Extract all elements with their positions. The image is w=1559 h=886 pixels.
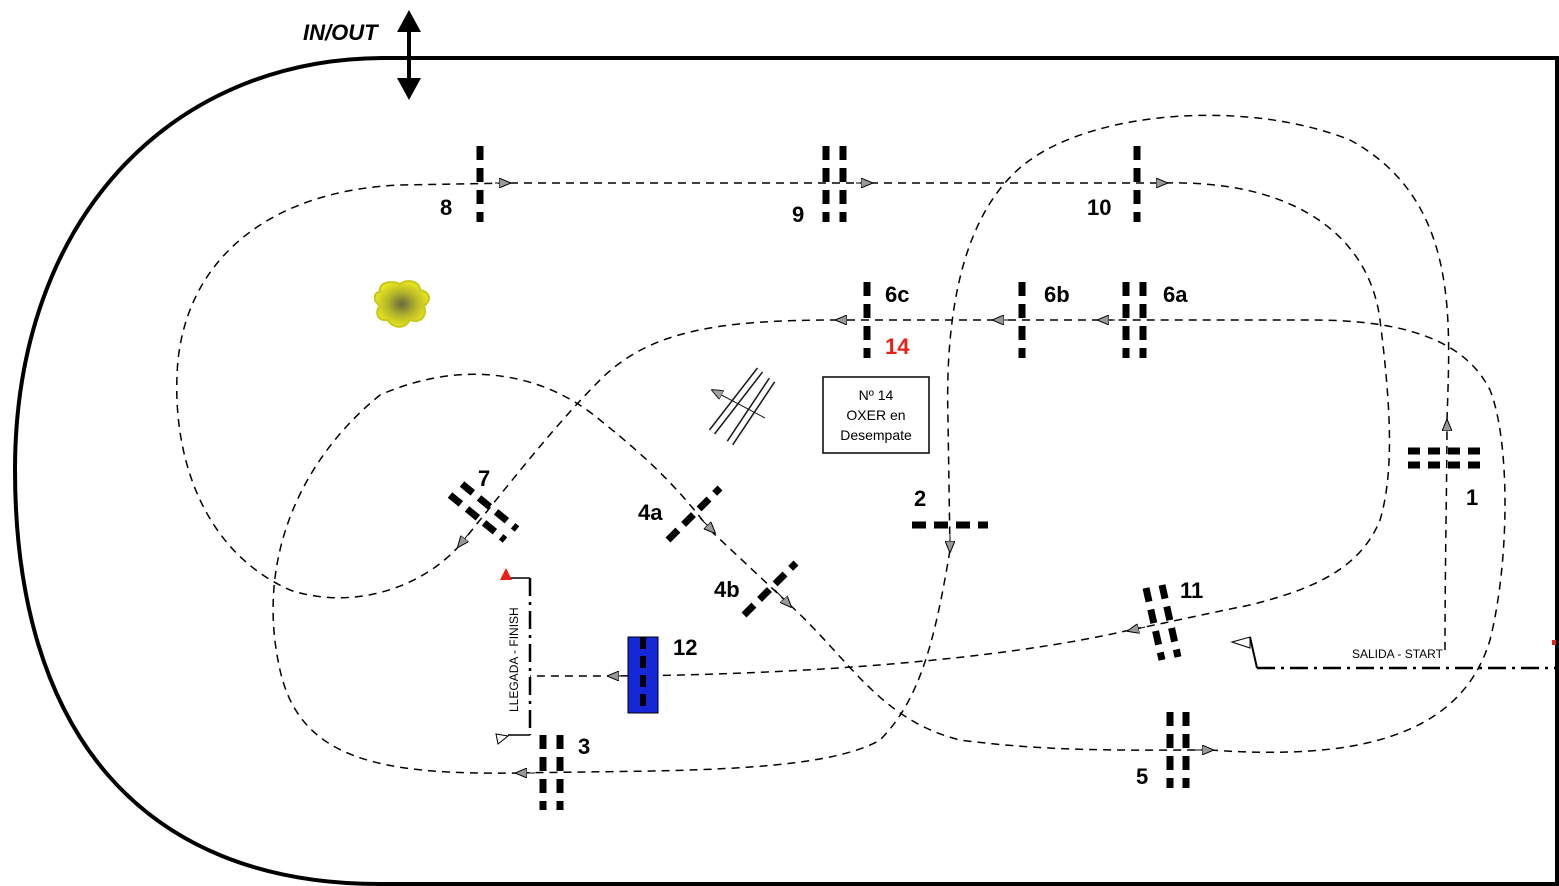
jump-label-9: 9 — [792, 202, 804, 227]
jump-label-1: 1 — [1466, 485, 1478, 510]
jump-11 — [1142, 584, 1182, 661]
jump-4a — [665, 485, 723, 543]
jump-label-3: 3 — [578, 734, 590, 759]
jump-label-8: 8 — [440, 195, 452, 220]
route-arrows — [458, 183, 1447, 773]
in-out-gate — [397, 10, 421, 100]
jump-off-note: Nº 14 OXER en Desempate — [822, 376, 930, 454]
jump-label-7: 7 — [478, 466, 490, 491]
jump-label-4b: 4b — [714, 577, 740, 602]
course-route — [176, 114, 1506, 774]
jump-12-water — [627, 636, 659, 714]
jump-label-5: 5 — [1136, 764, 1148, 789]
jump-6a — [1122, 282, 1147, 358]
jump-label-6c: 6c — [885, 282, 909, 307]
jumps — [447, 146, 1482, 810]
jump-7 — [447, 481, 520, 543]
jump-3 — [539, 735, 564, 810]
note-line-1: Nº 14 — [859, 387, 894, 403]
jump-5 — [1166, 712, 1190, 788]
jump-label-12: 12 — [673, 635, 697, 660]
bush-decoration — [373, 280, 430, 328]
jump-label-2: 2 — [914, 486, 926, 511]
note-line-3: Desempate — [840, 427, 912, 443]
jump-label-6a: 6a — [1163, 282, 1188, 307]
jump-1 — [1408, 447, 1482, 469]
start-label: SALIDA - START — [1352, 647, 1444, 661]
arena-boundary — [12, 56, 1559, 886]
finish-label: LLEGADA - FINISH — [507, 607, 521, 712]
spare-oxer — [708, 367, 776, 446]
start-line — [1230, 636, 1556, 670]
in-out-label: IN/OUT — [303, 20, 379, 45]
jump-4b — [741, 560, 799, 618]
jump-label-10: 10 — [1087, 195, 1111, 220]
jump-9 — [822, 146, 847, 222]
note-line-2: OXER en — [846, 407, 905, 423]
jump-label-6b: 6b — [1044, 282, 1070, 307]
jump-label-11: 11 — [1180, 578, 1203, 603]
jump-label-4a: 4a — [638, 500, 663, 525]
jump-label-14: 14 — [885, 334, 910, 359]
finish-line — [495, 568, 532, 745]
